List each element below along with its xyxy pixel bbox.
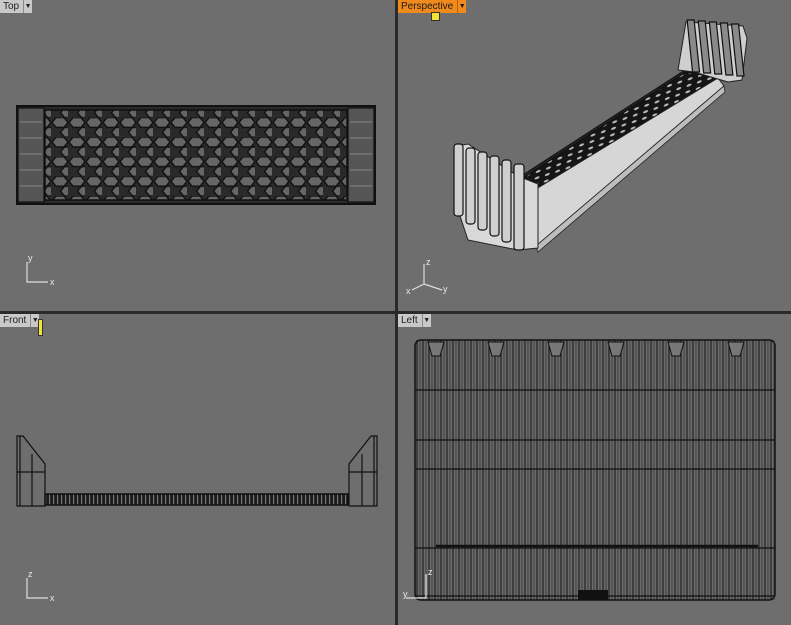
axis-indicator bbox=[411, 264, 443, 291]
active-viewport-marker bbox=[38, 319, 43, 336]
chevron-down-icon[interactable]: ▼ bbox=[31, 314, 40, 327]
viewport-perspective[interactable]: Perspective ▼ bbox=[398, 0, 791, 311]
svg-text:x: x bbox=[406, 286, 411, 296]
viewport-front[interactable]: Front ▼ z x bbox=[0, 314, 395, 625]
viewport-tab-perspective[interactable]: Perspective ▼ bbox=[398, 0, 467, 13]
left-view-model: z y bbox=[403, 339, 776, 601]
top-view-model: y x bbox=[16, 105, 376, 287]
perspective-view-model: z x y bbox=[406, 19, 748, 296]
svg-text:y: y bbox=[443, 284, 448, 294]
front-view-model: z x bbox=[16, 435, 378, 603]
svg-text:z: z bbox=[426, 257, 431, 267]
axis-indicator bbox=[406, 574, 427, 599]
viewport-title[interactable]: Perspective bbox=[398, 0, 459, 13]
chevron-down-icon[interactable]: ▼ bbox=[24, 0, 33, 13]
viewport-tab-front[interactable]: Front ▼ bbox=[0, 314, 40, 327]
chevron-down-icon[interactable]: ▼ bbox=[458, 0, 467, 13]
viewport-top[interactable]: Top ▼ y x bbox=[0, 0, 395, 311]
viewport-tab-top[interactable]: Top ▼ bbox=[0, 0, 33, 13]
viewport-title[interactable]: Left bbox=[398, 314, 423, 327]
svg-text:z: z bbox=[28, 569, 33, 579]
axis-indicator bbox=[26, 578, 48, 599]
viewport-title[interactable]: Front bbox=[0, 314, 32, 327]
viewport-left[interactable]: Left ▼ z bbox=[398, 314, 791, 625]
viewport-title[interactable]: Top bbox=[0, 0, 25, 13]
axis-indicator bbox=[26, 262, 48, 283]
svg-text:x: x bbox=[50, 593, 55, 603]
svg-text:y: y bbox=[403, 589, 408, 599]
chevron-down-icon[interactable]: ▼ bbox=[422, 314, 431, 327]
active-viewport-marker bbox=[431, 12, 440, 21]
svg-text:y: y bbox=[28, 253, 33, 263]
viewport-tab-left[interactable]: Left ▼ bbox=[398, 314, 431, 327]
svg-text:x: x bbox=[50, 277, 55, 287]
svg-text:z: z bbox=[428, 567, 433, 577]
